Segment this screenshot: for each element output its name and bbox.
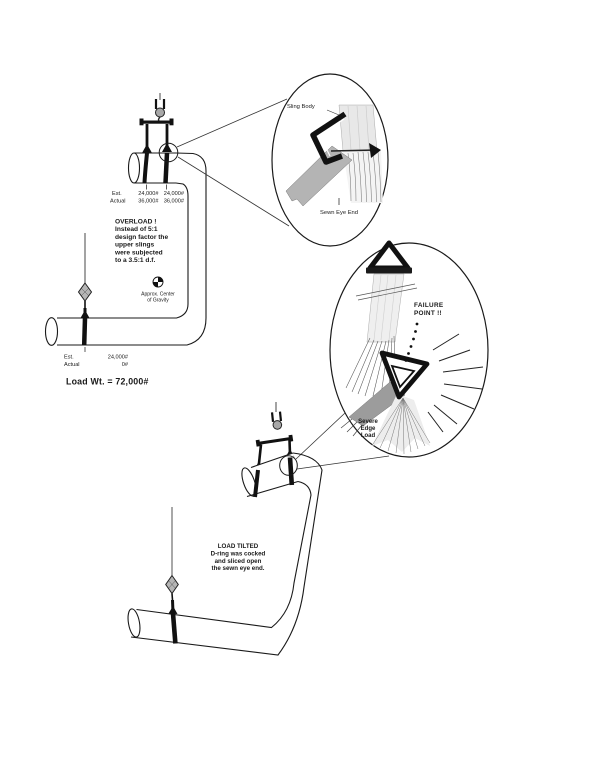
link-bearing-bar [366, 267, 412, 274]
leader-line [296, 455, 390, 470]
tear-line [355, 283, 416, 297]
pipe-outline-inner [136, 480, 312, 629]
sling-right-wrap [287, 457, 295, 486]
sling-body-label: Sling Body [287, 104, 315, 110]
tail-sling [165, 507, 179, 644]
cog-symbol [152, 276, 164, 288]
severe-edge-load-line1: Severe [358, 419, 378, 425]
sling-body-webbing [338, 104, 378, 152]
cut-strand-fan [372, 394, 430, 452]
load-weight-label: Load Wt. = 72,000# [66, 377, 149, 387]
severe-edge-load-line2: Edge [361, 426, 376, 432]
cocked-d-ring [379, 350, 430, 400]
failure-detail-callout: FAILURE POINT !! Severe Edge Load [329, 240, 489, 458]
webbing-streaks [373, 274, 397, 341]
tilted-lift-illustration [127, 402, 390, 656]
overload-note-line1: OVERLOAD ! [115, 219, 156, 226]
tail-est-value: 24,000# [108, 355, 129, 361]
detail-highlight-circle [279, 455, 298, 476]
sewn-eye-webbing [343, 151, 383, 203]
tail-actual-label: Actual [64, 362, 80, 368]
d-ring-highlight [319, 118, 345, 157]
pipe-outline-inner [57, 182, 189, 319]
crane-hook [270, 411, 283, 430]
cog-label-line1: Approx. Center [141, 292, 175, 298]
sling-right-fitting [162, 143, 172, 152]
webbing-streaks [347, 105, 370, 151]
pipe-end-cap [127, 152, 141, 184]
pipe-tail-end-cap [127, 608, 141, 638]
d-ring [310, 111, 347, 165]
spreader-bar [139, 118, 174, 126]
failure-point-label-line1: FAILURE [414, 302, 444, 309]
upper-lift-labels: Est. 24,000# 24,000# Actual 36,000# 36,0… [64, 184, 185, 387]
burst-lines [427, 333, 484, 433]
est-label: Est. [112, 191, 122, 197]
spreader-bar [255, 434, 294, 447]
right-sling-est: 24,000# [164, 191, 185, 197]
eye-fold-line [330, 149, 377, 152]
crane-hook [154, 99, 166, 123]
sling-left-wrap [142, 152, 149, 184]
pipe-tail-end-cap [44, 317, 59, 346]
actual-label: Actual [110, 199, 126, 205]
dring-far-edge [369, 143, 381, 158]
load-tilted-note-line1: LOAD TILTED [218, 543, 259, 550]
leader-line [295, 412, 346, 460]
sewn-eye-label: Sewn Eye End [320, 210, 358, 216]
leader-line [177, 156, 290, 227]
overload-note-line2: Instead of 5:1 [115, 226, 158, 233]
left-sling-actual: 36,000# [138, 199, 159, 205]
sling-left-fitting [142, 144, 152, 153]
pipe-outline-outer [57, 152, 207, 346]
upper-lift-illustration [44, 93, 290, 346]
load-tilted-note-line3: and sliced open [215, 558, 262, 565]
cog-label-line2: of Gravity [147, 298, 169, 304]
leader-line [176, 98, 288, 148]
cut-strands [372, 397, 431, 455]
failure-point-label-line2: POINT !! [414, 310, 442, 317]
load-tilted-note-line2: D-ring was cocked [211, 551, 266, 558]
overload-note-line5: were subjected [114, 249, 163, 256]
overload-note-line6: to a 3.5:1 d.f. [115, 257, 155, 264]
cocked-d-ring-inner [390, 364, 416, 389]
sling-left-wrap [253, 469, 260, 498]
detail-highlight-circle [158, 142, 179, 163]
overload-note-line4: upper slings [115, 242, 155, 249]
load-tilted-note-line4: the sewn eye end. [212, 565, 265, 572]
dotted-pointer [404, 322, 419, 362]
tail-est-label: Est. [64, 355, 74, 361]
pipe-outline-outer [130, 452, 323, 656]
left-sling-est: 24,000# [138, 191, 159, 197]
leg-fray-tips [340, 418, 363, 437]
overload-note-line3: design factor the [115, 234, 168, 241]
tilted-lift-labels: LOAD TILTED D-ring was cocked and sliced… [211, 543, 266, 572]
right-sling-actual: 36,000# [164, 199, 185, 205]
sling-right-wrap [163, 152, 170, 184]
tail-actual-value: 0# [122, 362, 129, 368]
tail-sling [77, 233, 93, 346]
severe-edge-load-line3: Load [361, 433, 376, 439]
eye-detail-callout: Sling Body Sewn Eye End [271, 73, 389, 247]
stitch-lines [347, 151, 382, 203]
sling-webbing [366, 273, 405, 343]
tear-line [357, 287, 418, 301]
sling-body-pointer [326, 109, 340, 116]
